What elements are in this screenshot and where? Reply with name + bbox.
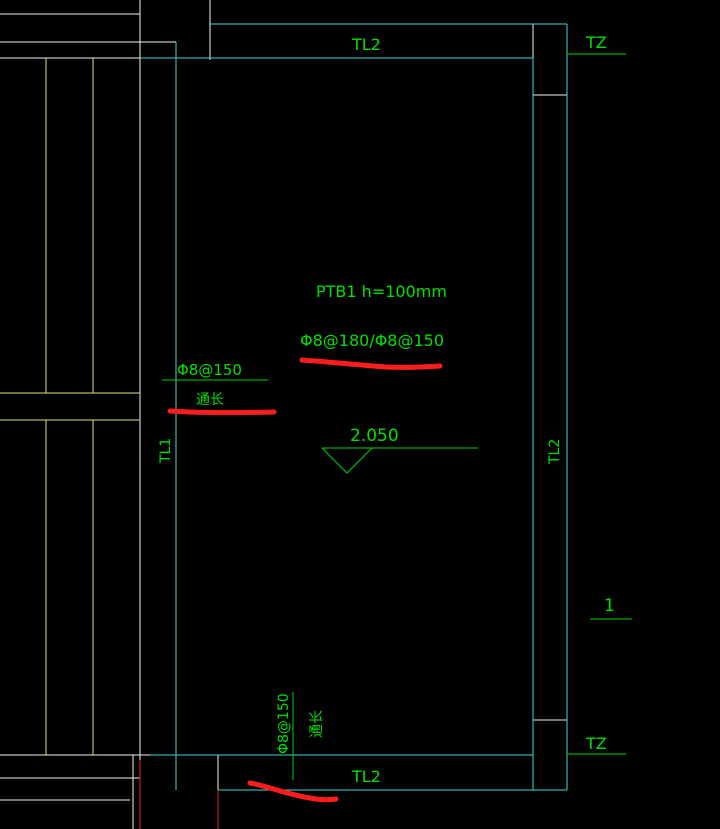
label-rebar-left: Φ8@150 (177, 361, 242, 379)
label-rebar-bottom: Φ8@150 (276, 693, 292, 754)
label-rebar-main: Φ8@180/Φ8@150 (300, 331, 444, 350)
label-tongchang-left: 通长 (196, 392, 224, 408)
label-tl2-top: TL2 (351, 35, 381, 54)
label-tl2-bottom: TL2 (351, 767, 381, 786)
label-elevation: 2.050 (350, 426, 399, 446)
label-tz-top: TZ (585, 33, 607, 52)
white-lines (0, 0, 567, 829)
red-markup-strokes (167, 357, 443, 803)
label-tl2-right: TL2 (547, 439, 563, 465)
markup-stroke-main (299, 357, 443, 370)
label-tz-bottom: TZ (585, 734, 607, 753)
markup-stroke-bottom (247, 780, 339, 803)
green-lines (162, 53, 632, 780)
label-tongchang-bottom: 通长 (309, 710, 325, 738)
label-axis-1: 1 (604, 596, 615, 616)
red-lines (139, 760, 219, 829)
yellow-lines (0, 58, 140, 755)
label-tl1: TL1 (158, 438, 174, 464)
cyan-lines (140, 23, 568, 791)
label-ptb1: PTB1 h=100mm (316, 282, 447, 301)
markup-stroke-left (167, 408, 277, 416)
